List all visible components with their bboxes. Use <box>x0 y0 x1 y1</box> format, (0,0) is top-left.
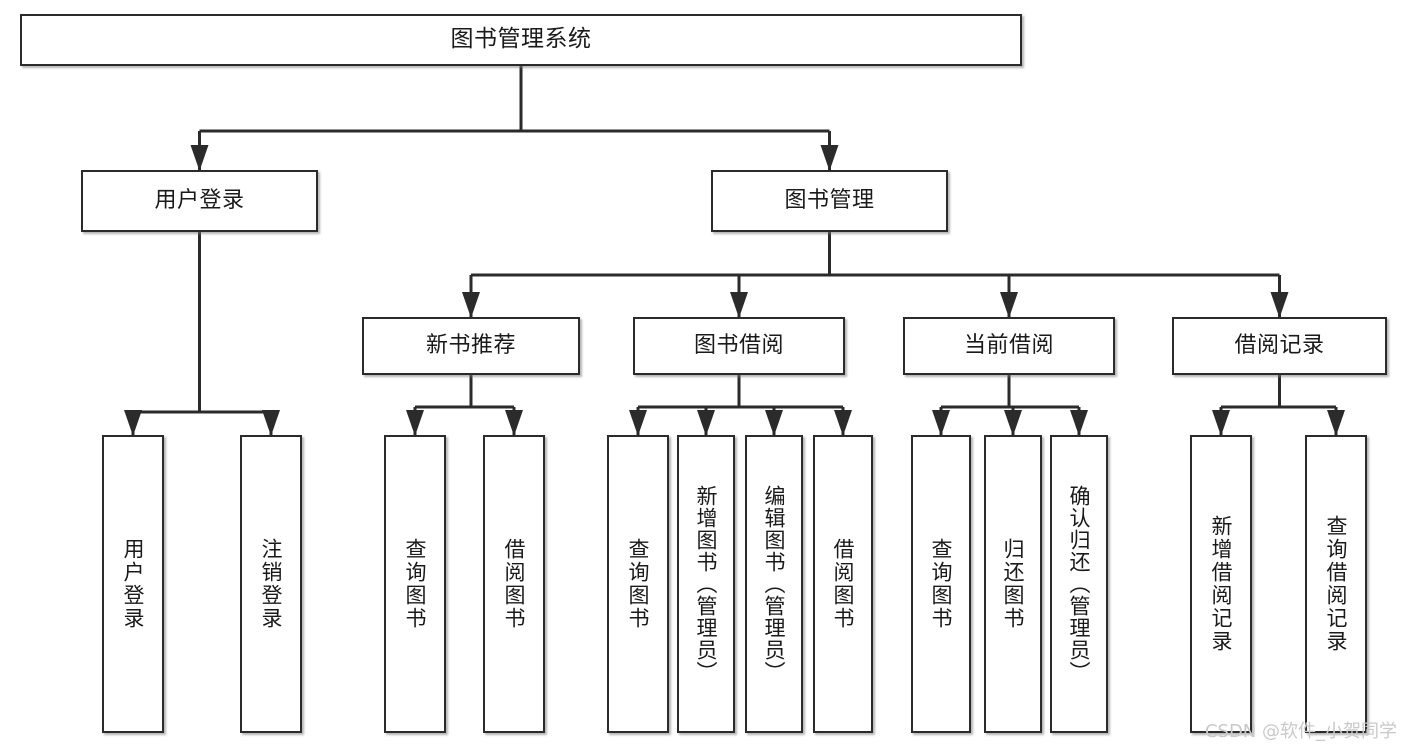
leaf-current-confirm-return-admin[interactable]: 确认归还（管理员） <box>1050 435 1108 733</box>
leaf-newbook-query-book[interactable]: 查询图书 <box>384 435 446 733</box>
node-label: 查询图书 <box>403 538 428 630</box>
node-label: 编辑图书（管理员） <box>762 485 787 683</box>
node-label: 查询借阅记录 <box>1324 515 1349 653</box>
leaf-record-add-record[interactable]: 新增借阅记录 <box>1190 435 1252 733</box>
node-label: 当前借阅 <box>963 333 1054 359</box>
leaf-borrow-borrow-book[interactable]: 借阅图书 <box>813 435 873 733</box>
node-label: 借阅图书 <box>831 538 856 630</box>
node-label: 确认归还（管理员） <box>1067 485 1092 683</box>
node-label: 借阅记录 <box>1234 333 1325 359</box>
node-label: 用户登录 <box>121 538 146 630</box>
watermark-text: CSDN @软件_小贺同学 <box>1204 721 1397 742</box>
leaf-borrow-add-book-admin[interactable]: 新增图书（管理员） <box>677 435 735 733</box>
node-current-borrow[interactable]: 当前借阅 <box>903 317 1115 375</box>
leaf-borrow-edit-book-admin[interactable]: 编辑图书（管理员） <box>745 435 803 733</box>
node-borrow-record[interactable]: 借阅记录 <box>1172 317 1387 375</box>
node-label: 查询图书 <box>929 538 954 630</box>
node-label: 借阅图书 <box>502 538 527 630</box>
leaf-borrow-query-book[interactable]: 查询图书 <box>607 435 669 733</box>
node-label: 图书管理系统 <box>450 26 592 53</box>
leaf-newbook-borrow-book[interactable]: 借阅图书 <box>483 435 545 733</box>
node-new-book-recommend[interactable]: 新书推荐 <box>362 317 580 375</box>
leaf-user-login[interactable]: 用户登录 <box>102 435 164 733</box>
node-label: 归还图书 <box>1001 538 1026 630</box>
node-label: 新增借阅记录 <box>1209 515 1234 653</box>
leaf-current-query-book[interactable]: 查询图书 <box>911 435 971 733</box>
leaf-user-logout[interactable]: 注销登录 <box>240 435 302 733</box>
node-book-management-module[interactable]: 图书管理 <box>711 170 948 232</box>
node-root-system[interactable]: 图书管理系统 <box>20 14 1022 66</box>
node-label: 图书借阅 <box>693 333 784 359</box>
node-user-login-module[interactable]: 用户登录 <box>81 170 318 232</box>
node-label: 查询图书 <box>626 538 651 630</box>
node-label: 用户登录 <box>154 188 245 214</box>
node-label: 新书推荐 <box>425 333 516 359</box>
node-label: 新增图书（管理员） <box>694 485 719 683</box>
node-book-borrow[interactable]: 图书借阅 <box>633 317 845 375</box>
leaf-current-return-book[interactable]: 归还图书 <box>984 435 1042 733</box>
node-label: 图书管理 <box>784 188 875 214</box>
node-label: 注销登录 <box>259 538 284 630</box>
leaf-record-query-record[interactable]: 查询借阅记录 <box>1305 435 1367 733</box>
